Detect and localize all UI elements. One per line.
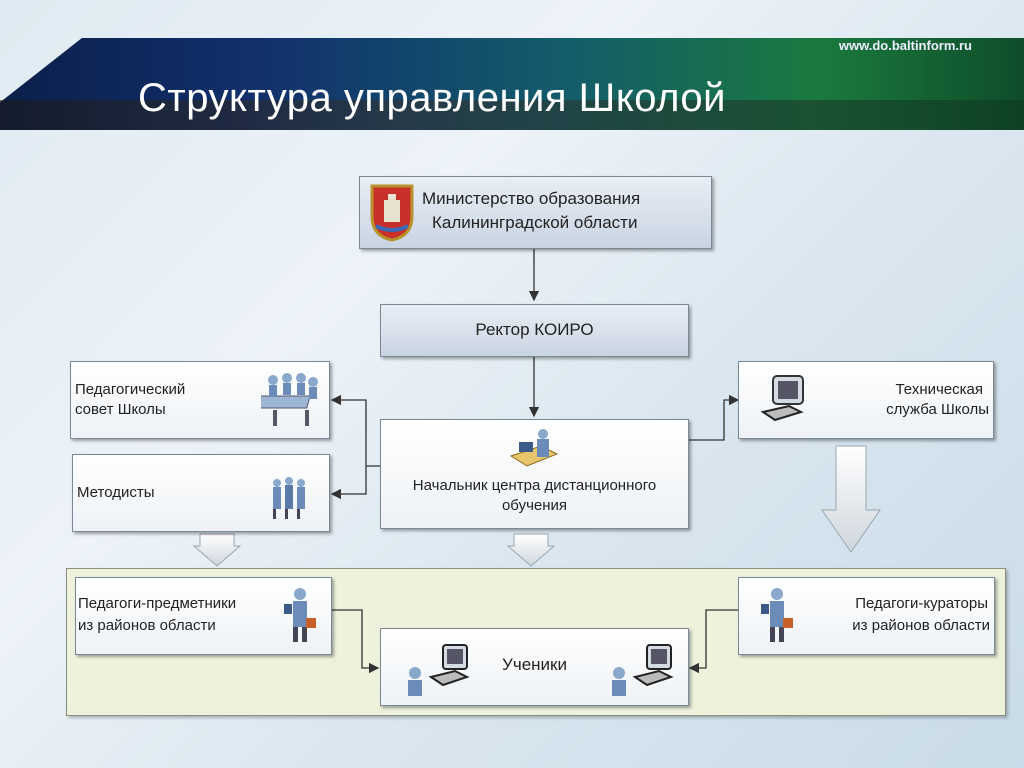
head-center-line2: обучения bbox=[501, 497, 568, 514]
methodists-group-icon bbox=[273, 477, 305, 519]
header-banner: www.do.baltinform.ru Структура управлени… bbox=[0, 0, 1024, 140]
rector-box[interactable]: Ректор КОИРО bbox=[380, 304, 689, 357]
curators-line2: из районов области bbox=[852, 617, 990, 634]
computer-icon bbox=[760, 375, 804, 422]
arrow-head-council bbox=[330, 394, 380, 467]
ministry-box[interactable]: Министерство образования Калининградской… bbox=[359, 176, 712, 249]
big-arrow-left bbox=[192, 533, 242, 567]
head-center-line1: Начальник центра дистанционного bbox=[412, 477, 657, 494]
teacher-at-desk-icon bbox=[509, 429, 559, 467]
meeting-icon bbox=[261, 373, 318, 426]
methodists-box[interactable]: Методисты bbox=[72, 454, 330, 532]
site-url[interactable]: www.do.baltinform.ru bbox=[838, 38, 972, 53]
arrow-teachers-students bbox=[330, 609, 380, 674]
big-arrow-center bbox=[506, 533, 556, 567]
subject-teachers-line2: из районов области bbox=[78, 617, 216, 634]
big-arrow-right bbox=[821, 445, 881, 553]
methodists-label: Методисты bbox=[77, 484, 155, 501]
student-computer-icon-right bbox=[612, 644, 674, 696]
subject-teachers-box[interactable]: Педагоги-предметники из районов области bbox=[75, 577, 332, 655]
curator-person-icon bbox=[761, 588, 793, 642]
tech-service-box[interactable]: Техническая служба Школы bbox=[738, 361, 994, 439]
tech-service-line1: Техническая bbox=[895, 381, 983, 398]
curators-line1: Педагоги-кураторы bbox=[855, 595, 988, 612]
page-title: Структура управления Школой bbox=[138, 76, 727, 120]
head-center-box[interactable]: Начальник центра дистанционного обучения bbox=[380, 419, 689, 529]
subject-teachers-line1: Педагоги-предметники bbox=[78, 595, 237, 612]
ped-council-line2: совет Школы bbox=[75, 401, 166, 418]
ministry-label-line2: Калининградской области bbox=[432, 213, 638, 232]
arrow-curators-students bbox=[688, 609, 738, 674]
students-label: Ученики bbox=[502, 655, 567, 674]
coat-of-arms-icon bbox=[370, 184, 414, 242]
ministry-label-line1: Министерство образования bbox=[422, 189, 641, 208]
arrow-head-methodists bbox=[330, 466, 367, 500]
arrow-head-tech bbox=[688, 394, 740, 441]
ped-council-line1: Педагогический bbox=[75, 381, 186, 398]
curators-box[interactable]: Педагоги-кураторы из районов области bbox=[738, 577, 995, 655]
header-band bbox=[0, 100, 1024, 130]
rector-label: Ректор КОИРО bbox=[475, 320, 594, 339]
students-box[interactable]: Ученики bbox=[380, 628, 689, 706]
student-computer-icon-left bbox=[408, 644, 470, 696]
ped-council-box[interactable]: Педагогический совет Школы bbox=[70, 361, 330, 439]
tech-service-line2: служба Школы bbox=[886, 401, 989, 418]
teacher-person-icon bbox=[284, 588, 316, 642]
